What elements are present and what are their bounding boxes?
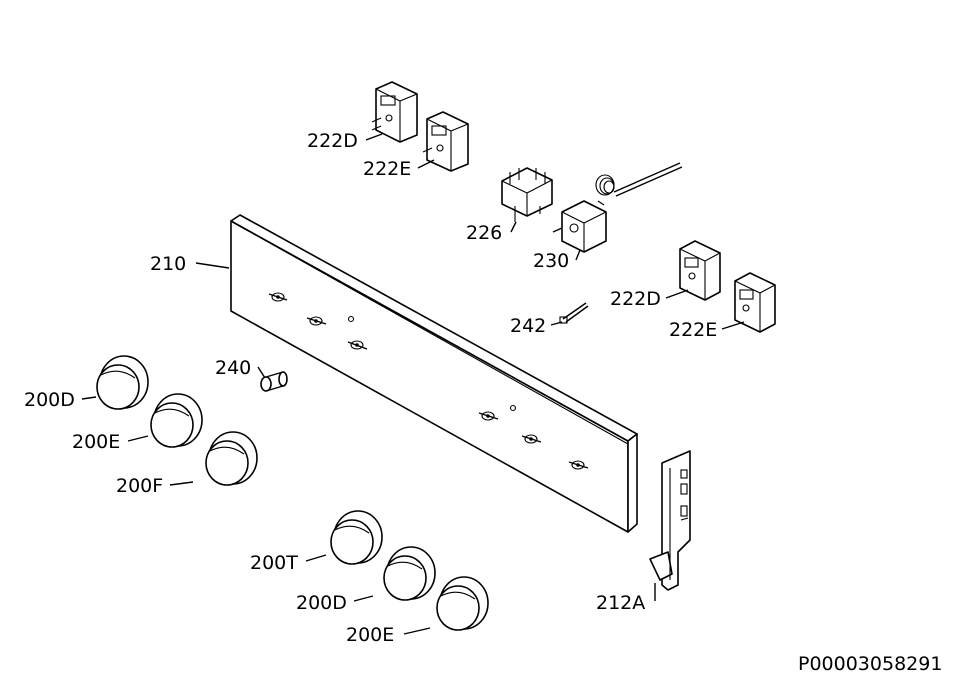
label-200f: 200F [116,475,163,497]
label-200e-left: 200E [72,431,120,453]
label-200d-bottom: 200D [296,592,347,614]
reference-code: P00003058291 [798,653,942,675]
leader-lines [81,133,745,635]
label-222d-right: 222D [610,288,661,310]
knob-200e-bottom [436,576,489,631]
panel-holes-left [268,292,368,350]
switch-222d-top [371,81,418,143]
label-226: 226 [466,222,502,244]
thermostat-230 [552,162,683,253]
knob-200t [330,510,383,565]
label-210: 210 [150,253,186,275]
screw-240 [260,371,288,392]
lamp-242 [559,302,589,324]
label-240: 240 [215,357,251,379]
label-200e-bottom: 200E [346,624,394,646]
selector-226 [501,167,553,222]
part-labels: 222D 222E 226 230 210 222D 242 222E 240 … [24,130,942,675]
label-242: 242 [510,315,546,337]
label-222d-top: 222D [307,130,358,152]
knob-200f [205,431,258,486]
switch-222d-right [679,240,721,301]
knob-200d-bottom [383,546,436,601]
panel-holes-right [478,404,589,470]
label-212a: 212A [596,592,645,614]
label-230: 230 [533,250,569,272]
label-222e-top: 222E [363,158,411,180]
switch-222e-top [422,111,469,172]
label-200d-left: 200D [24,389,75,411]
label-222e-right: 222E [669,319,717,341]
label-200t: 200T [250,552,298,574]
knob-200e-left [150,393,203,448]
switch-222e-right [734,272,776,333]
bracket-212a [649,450,691,591]
control-panel-210 [230,214,638,533]
knob-200d-left [96,355,149,410]
